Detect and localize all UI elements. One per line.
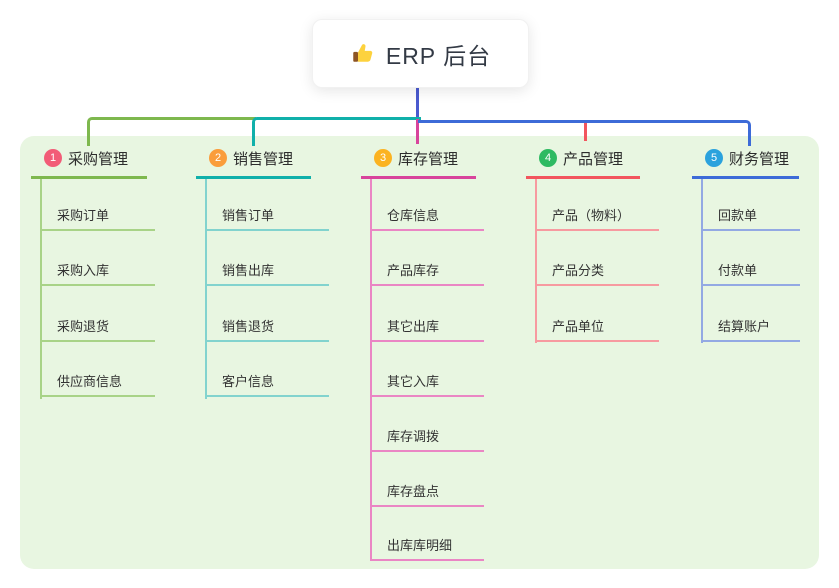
- branch-label: 库存管理: [398, 150, 459, 168]
- thumbs-up-icon: [353, 43, 373, 62]
- child-node[interactable]: 销售出库: [205, 256, 329, 286]
- branch-node-finance[interactable]: 5 财务管理: [705, 147, 789, 169]
- branch-underline: [361, 176, 476, 179]
- root-node-label: ERP 后台: [385, 42, 492, 69]
- branch-number-badge: 3: [374, 149, 392, 167]
- children-connector-line: [535, 179, 537, 343]
- children-connector-line: [205, 179, 207, 399]
- child-node[interactable]: 采购退货: [40, 312, 155, 342]
- child-node[interactable]: 产品单位: [535, 312, 659, 342]
- child-node[interactable]: 结算账户: [701, 312, 800, 342]
- mindmap-canvas: [20, 136, 819, 569]
- child-node[interactable]: 产品（物料）: [535, 201, 659, 231]
- child-node[interactable]: 产品库存: [370, 256, 484, 286]
- child-node[interactable]: 其它出库: [370, 312, 484, 342]
- child-node[interactable]: 库存调拨: [370, 422, 484, 452]
- child-node[interactable]: 回款单: [701, 201, 800, 231]
- root-node[interactable]: ERP 后台: [312, 19, 529, 88]
- child-node[interactable]: 仓库信息: [370, 201, 484, 231]
- branch-number-badge: 5: [705, 149, 723, 167]
- child-node[interactable]: 出库库明细: [370, 531, 484, 561]
- branch-label: 销售管理: [233, 150, 294, 168]
- branch-node-product[interactable]: 4 产品管理: [539, 147, 623, 169]
- child-node[interactable]: 销售订单: [205, 201, 329, 231]
- branch-node-purchase[interactable]: 1 采购管理: [44, 147, 128, 169]
- child-node[interactable]: 客户信息: [205, 367, 329, 397]
- branch-label: 财务管理: [729, 150, 790, 168]
- child-node[interactable]: 其它入库: [370, 367, 484, 397]
- children-connector-line: [40, 179, 42, 399]
- branch-underline: [526, 176, 640, 179]
- child-node[interactable]: 采购入库: [40, 256, 155, 286]
- branch-label: 采购管理: [68, 150, 129, 168]
- branch-node-inventory[interactable]: 3 库存管理: [374, 147, 458, 169]
- branch-number-badge: 4: [539, 149, 557, 167]
- child-node[interactable]: 采购订单: [40, 201, 155, 231]
- children-connector-line: [701, 179, 703, 343]
- branch-underline: [196, 176, 311, 179]
- branch-underline: [692, 176, 799, 179]
- branch-underline: [31, 176, 147, 179]
- child-node[interactable]: 产品分类: [535, 256, 659, 286]
- branch-label: 产品管理: [563, 150, 624, 168]
- branch-number-badge: 2: [209, 149, 227, 167]
- root-connector-line: [416, 86, 419, 118]
- branch-number-badge: 1: [44, 149, 62, 167]
- child-node[interactable]: 供应商信息: [40, 367, 155, 397]
- child-node[interactable]: 付款单: [701, 256, 800, 286]
- child-node[interactable]: 销售退货: [205, 312, 329, 342]
- children-connector-line: [370, 179, 372, 561]
- branch-node-sales[interactable]: 2 销售管理: [209, 147, 293, 169]
- child-node[interactable]: 库存盘点: [370, 477, 484, 507]
